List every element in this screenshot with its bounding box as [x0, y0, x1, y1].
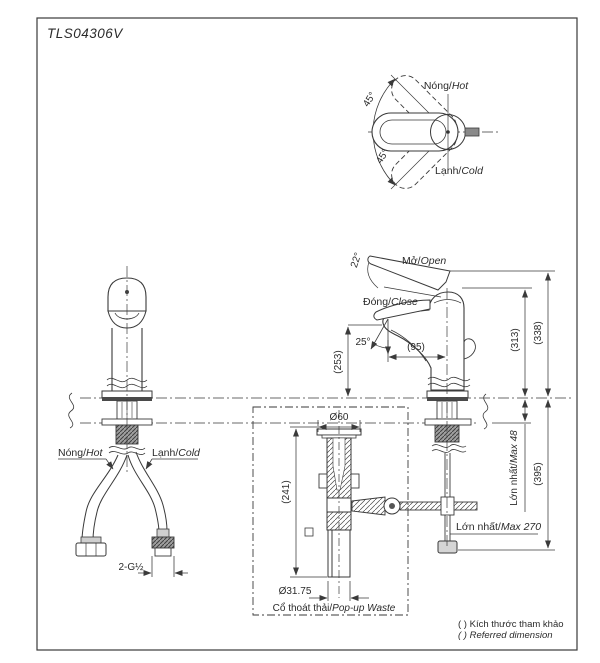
- label-open: Mở/Open: [402, 255, 446, 267]
- hose-hot-nut: [75, 542, 107, 557]
- model-number: TLS04306V: [47, 26, 124, 41]
- handle-center-position: [371, 112, 459, 152]
- label-395: (395): [533, 462, 544, 485]
- lift-rod-knob: [463, 338, 476, 360]
- side-base-flange: [426, 390, 469, 399]
- waste-lug-left: [318, 473, 328, 489]
- label-338: (338): [533, 321, 544, 344]
- side-washer: [424, 418, 472, 426]
- handle-stem: [464, 127, 480, 137]
- legend-line-1: ( ) Kích thước tham khảo: [458, 619, 564, 630]
- label-dia60: Ø60: [330, 412, 349, 423]
- side-view-faucet: [367, 255, 476, 554]
- front-shank-break: [108, 446, 146, 450]
- label-253: (253): [333, 350, 344, 373]
- break-squiggle-right: [482, 393, 489, 430]
- label-thread: 2-G½: [118, 562, 144, 573]
- side-body-break: [427, 376, 471, 382]
- label-25: 25°: [355, 337, 370, 348]
- waste-tailpiece: [327, 529, 351, 578]
- label-hot-hose: Nóng/Hot: [58, 447, 103, 459]
- label-max270: Lớn nhất/Max 270: [456, 521, 541, 533]
- label-popup-waste: Cổ thoát thải/Pop-up Waste: [273, 602, 396, 614]
- lever-angle-arc: [367, 261, 379, 289]
- handle-top-view: [368, 74, 498, 190]
- stream-angled: [370, 318, 389, 350]
- label-cold-top-view: Lạnh/Cold: [435, 165, 484, 177]
- label-313: (313): [510, 328, 521, 351]
- break-squiggle-left: [68, 392, 75, 429]
- side-shank-break: [431, 444, 467, 448]
- hose-cold-nut: [151, 536, 175, 549]
- hot-leader: [58, 458, 113, 469]
- stream-angle-arc: [373, 343, 389, 349]
- popup-waste-detail-box: [252, 406, 409, 616]
- dimension-lines: [58, 270, 555, 601]
- label-max48: Lớn nhất/Max 48: [508, 430, 520, 506]
- label-241: (241): [281, 480, 292, 503]
- label-95: (95): [407, 342, 425, 353]
- waste-clip: [304, 527, 314, 537]
- label-22: 22°: [349, 251, 364, 269]
- label-close: Đóng/Close: [363, 296, 418, 308]
- labels: Nóng/Hot Lạnh/Cold 45° 45° Mở/Open Đóng/…: [58, 80, 564, 641]
- label-dia3175: Ø31.75: [279, 586, 312, 597]
- waste-lug-right: [350, 473, 360, 489]
- label-45-upper: 45°: [361, 90, 378, 109]
- cold-leader: [146, 458, 198, 469]
- waste-lever-cone: [351, 496, 386, 516]
- front-view-faucet: [75, 266, 175, 557]
- waste-lever-rod: [399, 501, 478, 511]
- drawing-border: [36, 17, 578, 651]
- legend-line-2: ( ) Referred dimension: [458, 630, 553, 641]
- side-lever-closed: [373, 299, 431, 321]
- label-cold-hose: Lạnh/Cold: [152, 447, 201, 459]
- label-hot-top-view: Nóng/Hot: [424, 80, 469, 92]
- rod-clamp: [440, 496, 455, 516]
- pull-rod-knob: [437, 540, 458, 554]
- hose-cold: [127, 454, 160, 534]
- popup-waste-assembly: [252, 406, 478, 616]
